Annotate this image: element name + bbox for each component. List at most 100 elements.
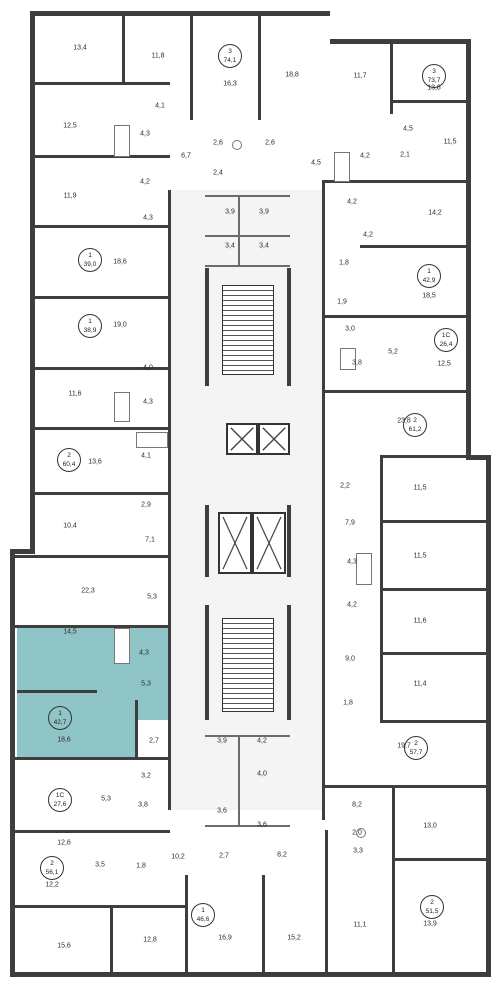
right-vertical-3 [392, 785, 395, 975]
toilet-icon [232, 140, 242, 150]
room-area-label: 18,5 [422, 292, 436, 300]
apartment-total-area: 27,6 [53, 801, 67, 808]
room-area-label: 11,7 [353, 72, 367, 80]
room-area-label: 3,6 [217, 807, 227, 815]
left-wall-1 [35, 82, 170, 85]
apartment-total-area: 38,9 [83, 327, 97, 334]
room-area-label: 11,6 [68, 390, 82, 398]
room-area-label: 4,2 [347, 601, 357, 609]
stair-enclosure-top-right [287, 268, 291, 386]
apartment-total-area: 42,9 [422, 277, 436, 284]
stair-enclosure-top [205, 268, 209, 386]
left-wall-4 [35, 296, 170, 299]
room-area-label: 3,9 [259, 208, 269, 216]
room-area-label: 2,6 [265, 139, 275, 147]
left-wall-11 [15, 830, 170, 833]
right-wall-8 [380, 588, 486, 591]
room-area-label: 12,5 [437, 360, 451, 368]
room-area-label: 2,1 [400, 151, 410, 159]
room-area-label: 18,8 [285, 71, 299, 79]
apartment-rooms: 1 [58, 710, 62, 717]
room-area-label: 9,0 [345, 655, 355, 663]
room-area-label: 3,4 [259, 242, 269, 250]
room-area-label: 4,5 [311, 159, 321, 167]
core-cell-wall-5 [205, 735, 290, 737]
apartment-rooms: 2 [414, 740, 418, 747]
apartment-rooms: 1С [55, 792, 65, 799]
room-area-label: 12,5 [63, 122, 77, 130]
apartment-total-area: 61,2 [408, 426, 422, 433]
room-area-label: 5,2 [388, 348, 398, 356]
room-area-label: 4,3 [143, 398, 153, 406]
room-area-label: 5,3 [101, 795, 111, 803]
elevator-3 [218, 512, 252, 574]
room-area-label: 3,3 [353, 847, 363, 855]
left-wall-6 [35, 427, 170, 430]
selected-wall-mid [17, 690, 97, 693]
room-area-label: 4,3 [143, 214, 153, 222]
apartment-rooms: 1 [427, 268, 431, 275]
staircase-upper [222, 285, 274, 375]
room-area-label: 4,1 [141, 452, 151, 460]
core-cell-wall-6 [238, 735, 240, 825]
bathtub-icon [114, 125, 130, 157]
apartment-rooms: 3 [432, 68, 436, 75]
room-area-label: 8,2 [277, 851, 287, 859]
room-area-label: 5,3 [147, 593, 157, 601]
right-wall-1 [390, 100, 466, 103]
right-vertical-1 [390, 44, 393, 114]
apartment-badge[interactable]: 1С 27,6 [48, 788, 72, 812]
room-area-label: 4,2 [347, 198, 357, 206]
apartment-rooms: 1С [441, 332, 451, 339]
room-area-label: 3,5 [95, 861, 105, 869]
apartment-badge[interactable]: 1С 26,4 [434, 328, 458, 352]
room-area-label: 2,0 [352, 829, 362, 837]
room-area-label: 15,6 [57, 942, 71, 950]
outer-wall-right-upper [466, 39, 471, 455]
left-wall-8 [15, 555, 170, 558]
room-area-label: 23,8 [397, 417, 411, 425]
corridor-wall-right [322, 180, 325, 820]
room-area-label: 6,7 [181, 152, 191, 160]
outer-wall-right-lower [486, 455, 491, 975]
core-cell-wall-1 [205, 195, 290, 197]
corridor-wall-left [168, 190, 171, 810]
apartment-rooms: 1 [201, 907, 205, 914]
room-area-label: 16,9 [218, 934, 232, 942]
room-area-label: 4,3 [347, 558, 357, 566]
outer-wall-step-left [10, 549, 35, 554]
room-area-label: 4,3 [139, 649, 149, 657]
room-area-label: 3,8 [352, 359, 362, 367]
right-wall-7 [380, 520, 486, 523]
room-area-label: 4,3 [140, 130, 150, 138]
right-wall-4 [325, 315, 466, 318]
right-wall-11 [325, 785, 486, 788]
right-wall-3 [360, 245, 466, 248]
right-wall-2 [325, 180, 466, 183]
left-wall-12 [15, 905, 185, 908]
room-area-label: 2,7 [219, 852, 229, 860]
outer-wall-top-left [30, 11, 330, 16]
outer-wall-left-lower [10, 551, 15, 976]
room-area-label: 8,2 [352, 801, 362, 809]
core-cell-wall-4 [238, 195, 240, 265]
room-area-label: 7,1 [145, 536, 155, 544]
outer-wall-left-upper [30, 11, 35, 551]
room-area-label: 7,9 [345, 519, 355, 527]
room-area-label: 4,0 [143, 364, 153, 372]
staircase-lower [222, 618, 274, 712]
apartment-total-area: 26,4 [439, 341, 453, 348]
